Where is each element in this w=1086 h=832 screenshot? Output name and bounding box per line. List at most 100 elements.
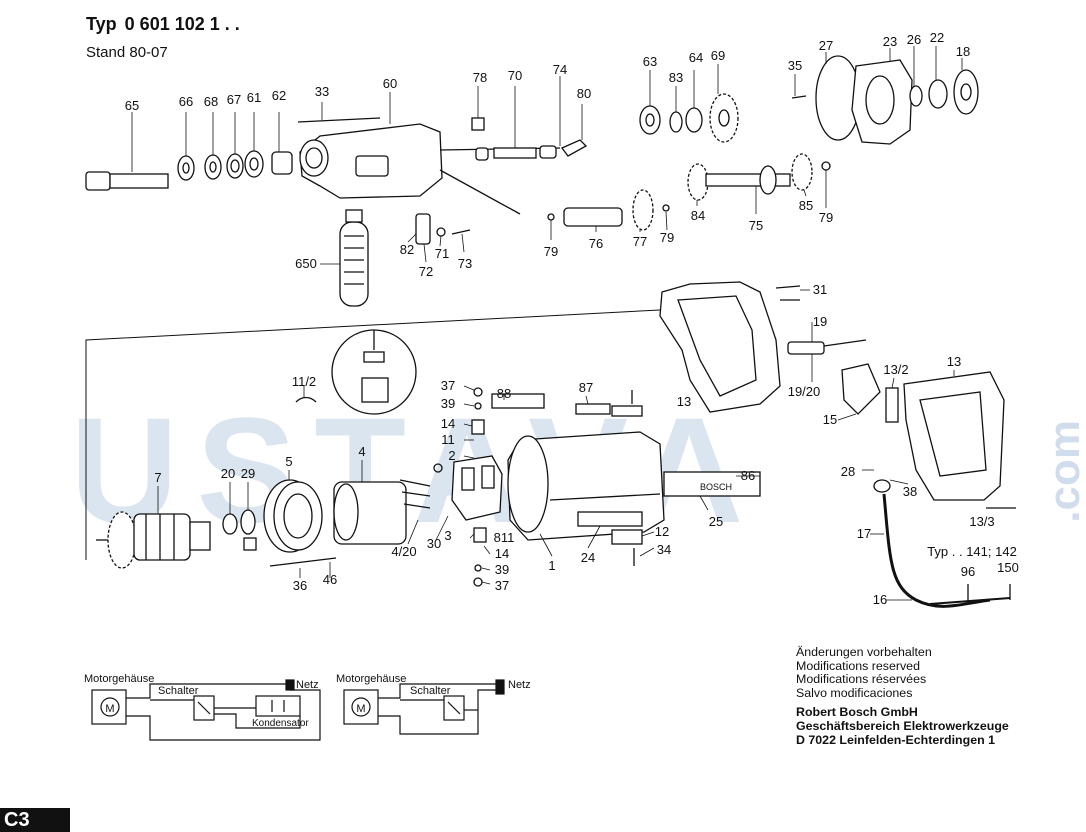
detail-circle (295, 329, 417, 415)
company-division: Geschäftsbereich Elektrowerkzeuge (796, 718, 1009, 733)
nameplate-text: BOSCH (700, 482, 732, 492)
part-label: 30 (427, 536, 441, 551)
page-corner-label: C3 (0, 808, 70, 832)
leader-lines (131, 46, 963, 601)
part-label: 16 (873, 592, 887, 607)
part-label: 70 (508, 68, 522, 83)
part-label: 18 (956, 44, 970, 59)
part-label: 22 (930, 30, 944, 45)
part-label: 64 (689, 50, 703, 65)
part-label: 15 (823, 412, 837, 427)
shaft-group-76-75 (547, 153, 831, 231)
motor-symbol-1: M (105, 703, 114, 715)
part-label: 66 (179, 94, 193, 109)
part-label: 79 (819, 210, 833, 225)
note-es: Salvo modificaciones (796, 685, 913, 700)
part-label: 36 (293, 578, 307, 593)
typ-variant-label: Typ . . 141; 142 (927, 544, 1017, 559)
part-label: 13 (947, 354, 961, 369)
part-label: 11 (441, 432, 455, 447)
part-label: 79 (544, 244, 558, 259)
housing-label-1: Motorgehäuse (84, 673, 154, 685)
part-label: 11/2 (292, 374, 316, 389)
part-label: 67 (227, 92, 241, 107)
part-label: 72 (419, 264, 433, 279)
part-label: 14 (495, 546, 509, 561)
housing-label-2: Motorgehäuse (336, 673, 406, 685)
part-label: 2 (448, 448, 455, 463)
part-label: 150 (997, 560, 1019, 575)
part-label: 62 (272, 88, 286, 103)
part-label: 650 (295, 256, 317, 271)
part-label: 37 (441, 378, 455, 393)
part-label: 1 (548, 558, 555, 573)
armature-7 (96, 511, 211, 569)
part-label: 68 (204, 94, 218, 109)
part-label: 38 (903, 484, 917, 499)
part-label: 74 (553, 62, 567, 77)
handle-half-13 (659, 281, 801, 413)
gear-set-63-69 (639, 93, 739, 143)
switch-label-2: Schalter (410, 685, 451, 697)
fan-ring-5 (263, 479, 323, 553)
typ-label: Typ (86, 14, 117, 34)
typ-header: Typ 0 601 102 1 . . (86, 14, 248, 35)
part-label: 37 (495, 578, 509, 593)
part-label: 69 (711, 48, 725, 63)
part-label: 4/20 (391, 544, 416, 559)
part-label: 86 (741, 468, 755, 483)
notes-block: Änderungen vorbehalten Modifications res… (796, 645, 1009, 747)
part-label: 46 (323, 572, 337, 587)
part-label: 26 (907, 32, 921, 47)
part-label: 13/2 (883, 362, 908, 377)
part-label: 82 (400, 242, 414, 257)
part-label: 4 (358, 444, 365, 459)
stand-date: Stand 80-07 (86, 44, 168, 61)
part-label: 77 (633, 234, 647, 249)
bearing-20-29 (222, 509, 257, 551)
part-label: 65 (125, 98, 139, 113)
part-label: 24 (581, 550, 595, 565)
part-label: 35 (788, 58, 802, 73)
part-label: 12 (655, 524, 669, 539)
part-label: 73 (458, 256, 472, 271)
part-label: 13/3 (969, 514, 994, 529)
part-label: 71 (435, 246, 449, 261)
bearing-row-66-62 (177, 150, 293, 181)
part-label: 29 (241, 466, 255, 481)
switch-label-1: Schalter (158, 685, 199, 697)
company-name: Robert Bosch GmbH (796, 705, 918, 720)
shift-parts-78-80 (471, 117, 588, 161)
part-label: 85 (799, 198, 813, 213)
nameplate-86: BOSCH (663, 471, 761, 497)
motor-symbol-2: M (356, 703, 365, 715)
mains-label-1: Netz (296, 679, 319, 691)
part-label: 3 (444, 528, 451, 543)
note-fr: Modifications réservées (796, 672, 927, 687)
gear-housing-60 (297, 117, 561, 215)
part-label: 76 (589, 236, 603, 251)
part-label: 20 (221, 466, 235, 481)
part-label: 33 (315, 84, 329, 99)
note-en: Modifications reserved (796, 658, 920, 673)
part-label: 27 (819, 38, 833, 53)
part-label: 60 (383, 76, 397, 91)
part-label: 39 (495, 562, 509, 577)
part-label: 87 (579, 380, 593, 395)
part-label: 84 (691, 208, 705, 223)
cable-16-17 (873, 479, 1011, 608)
note-de: Änderungen vorbehalten (796, 645, 932, 659)
typ-number: 0 601 102 1 . . (124, 14, 240, 34)
part-label: 5 (285, 454, 292, 469)
part-label: 75 (749, 218, 763, 233)
lever-parts-82-73 (415, 213, 471, 245)
part-label: 17 (857, 526, 871, 541)
motor-housing-1 (491, 390, 665, 566)
spindle-65 (85, 171, 169, 191)
flange-group-35-18 (791, 55, 979, 145)
part-label: 19 (813, 314, 827, 329)
part-label: 13 (677, 394, 691, 409)
part-label: 23 (883, 34, 897, 49)
side-handle-650 (339, 209, 369, 307)
